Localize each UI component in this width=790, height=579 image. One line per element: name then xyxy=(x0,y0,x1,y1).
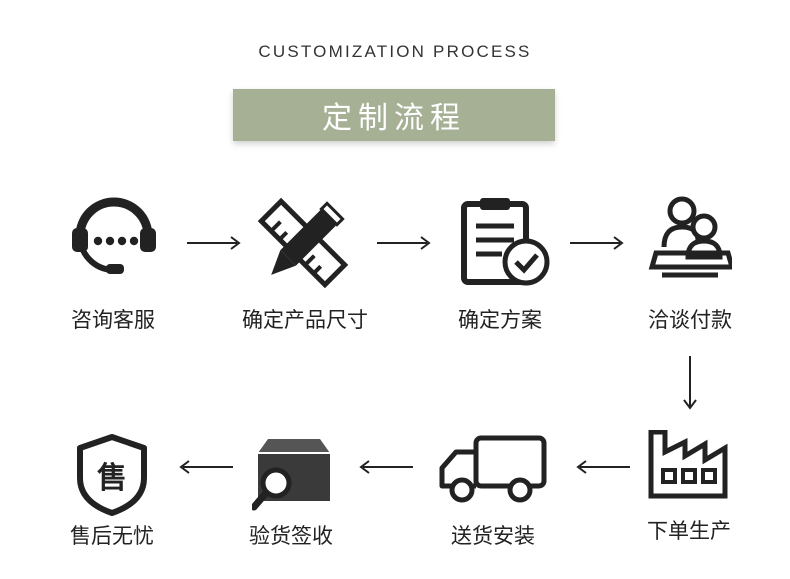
arrow-left-icon xyxy=(355,460,413,474)
step-label-plan: 确定方案 xyxy=(458,308,542,332)
arrow-left-icon xyxy=(175,460,233,474)
step-label-production: 下单生产 xyxy=(647,519,731,543)
pencil-ruler-icon xyxy=(256,196,350,290)
step-label-inspection: 验货签收 xyxy=(249,524,333,548)
step-label-delivery: 送货安装 xyxy=(451,524,535,548)
arrow-right-icon xyxy=(187,236,245,250)
clipboard-check-icon xyxy=(458,196,550,288)
box-inspect-icon xyxy=(252,437,334,513)
step-label-consult: 咨询客服 xyxy=(71,308,155,332)
headset-icon xyxy=(68,192,160,284)
after-sales-shield-icon: 售 xyxy=(76,434,148,516)
arrow-right-icon xyxy=(570,236,628,250)
page-title-banner: 定制流程 xyxy=(233,89,555,141)
arrow-right-icon xyxy=(377,236,435,250)
page-title: 定制流程 xyxy=(322,101,466,136)
factory-icon xyxy=(647,430,729,500)
process-subtitle: CUSTOMIZATION PROCESS xyxy=(258,42,532,61)
delivery-truck-icon xyxy=(436,434,550,504)
arrow-down-icon xyxy=(683,356,697,412)
step-label-after-sales: 售后无忧 xyxy=(70,524,154,548)
arrow-left-icon xyxy=(572,460,630,474)
step-label-size: 确定产品尺寸 xyxy=(242,308,368,332)
step-label-payment: 洽谈付款 xyxy=(648,308,732,332)
shield-glyph: 售 xyxy=(97,461,127,496)
meeting-people-icon xyxy=(648,195,732,279)
